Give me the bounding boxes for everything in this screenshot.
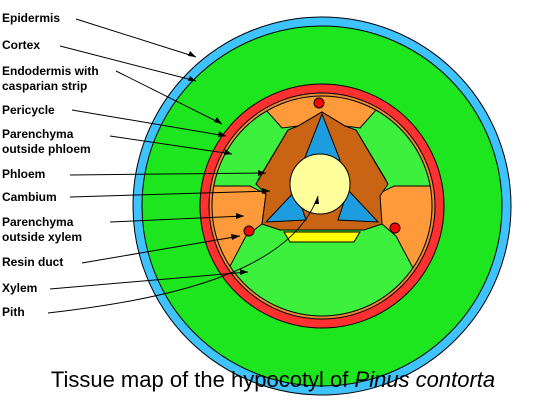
arrowheads (188, 51, 319, 275)
resin-duct-top (313, 97, 325, 109)
resin-duct-right (389, 222, 401, 234)
caption-prefix: Tissue map of the hypocotyl of (50, 367, 355, 392)
label-resin-duct: Resin duct (2, 255, 63, 269)
phloem-bottom (283, 231, 361, 243)
pith (289, 153, 351, 215)
label-phloem: Phloem (2, 167, 45, 181)
leader-lines (47, 18, 319, 314)
label-parenchyma-xylem-line2: outside xylem (2, 230, 82, 244)
label-pith: Pith (2, 305, 25, 319)
label-parenchyma-phloem-line1: Parenchyma (2, 127, 74, 141)
resin-duct-left (243, 225, 255, 237)
figure-caption: Tissue map of the hypocotyl of Pinus con… (0, 367, 546, 393)
label-pericycle: Pericycle (2, 103, 55, 117)
xylem-right (337, 189, 380, 223)
label-xylem: Xylem (2, 281, 37, 295)
caption-species: Pinus contorta (354, 367, 496, 392)
label-epidermis: Epidermis (2, 11, 60, 25)
label-cambium: Cambium (2, 190, 57, 204)
label-endodermis-line1: Endodermis with (2, 64, 99, 78)
label-parenchyma-xylem-line1: Parenchyma (2, 215, 74, 229)
label-endodermis-line2: casparian strip (2, 79, 87, 93)
label-parenchyma-phloem-line2: outside phloem (2, 142, 91, 156)
label-cortex: Cortex (2, 38, 40, 52)
